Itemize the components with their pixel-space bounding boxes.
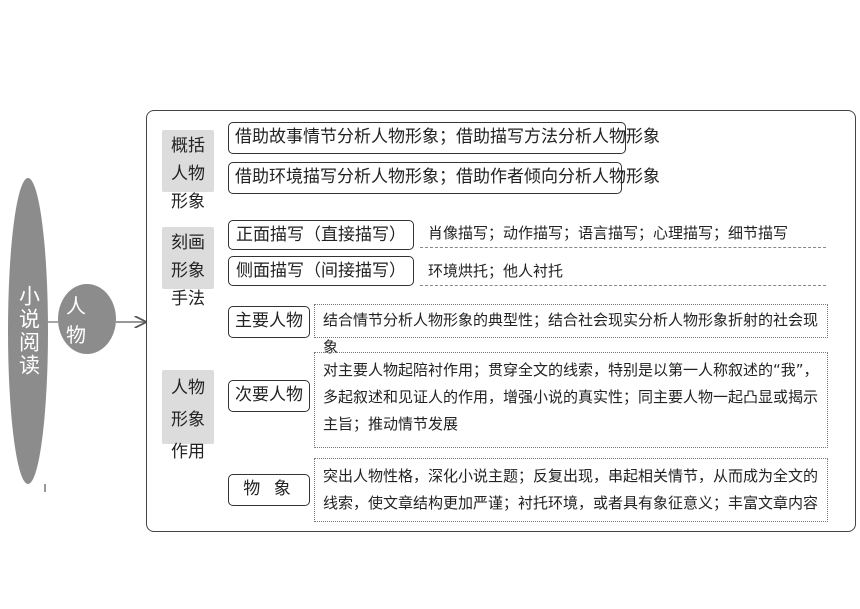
person-node: 人 物	[58, 284, 116, 354]
technique-direct-detail: 肖像描写；动作描写；语言描写；心理描写；细节描写	[420, 220, 826, 248]
section-label-technique: 刻画形象手法	[162, 227, 214, 309]
summary-item-2: 借助环境描写分析人物形象；借助作者倾向分析人物形象	[228, 162, 660, 194]
root-node: 小说阅读	[8, 178, 48, 484]
technique-direct: 正面描写（直接描写）	[228, 220, 414, 250]
tick-mark	[44, 484, 46, 492]
section-label-function: 人物形象作用	[162, 370, 214, 462]
technique-indirect-detail: 环境烘托；他人衬托	[420, 258, 826, 286]
function-main-character-detail: 结合情节分析人物形象的典型性；结合社会现实分析人物形象折射的社会现象	[314, 304, 828, 356]
function-object-detail: 突出人物性格，深化小说主题；反复出现，串起相关情节，从而成为全文的线索，使文章结…	[314, 458, 828, 522]
function-secondary-character-detail: 对主要人物起陪衬作用；贯穿全文的线索，特别是以第一人称叙述的“我”，多起叙述和见…	[314, 352, 828, 448]
technique-indirect: 侧面描写（间接描写）	[228, 256, 414, 286]
function-secondary-character: 次要人物	[228, 380, 310, 412]
function-object: 物 象	[228, 474, 310, 506]
section-label-summary: 概括人物形象	[162, 130, 214, 212]
function-main-character: 主要人物	[228, 306, 310, 338]
summary-item-1: 借助故事情节分析人物形象；借助描写方法分析人物形象	[228, 122, 660, 154]
